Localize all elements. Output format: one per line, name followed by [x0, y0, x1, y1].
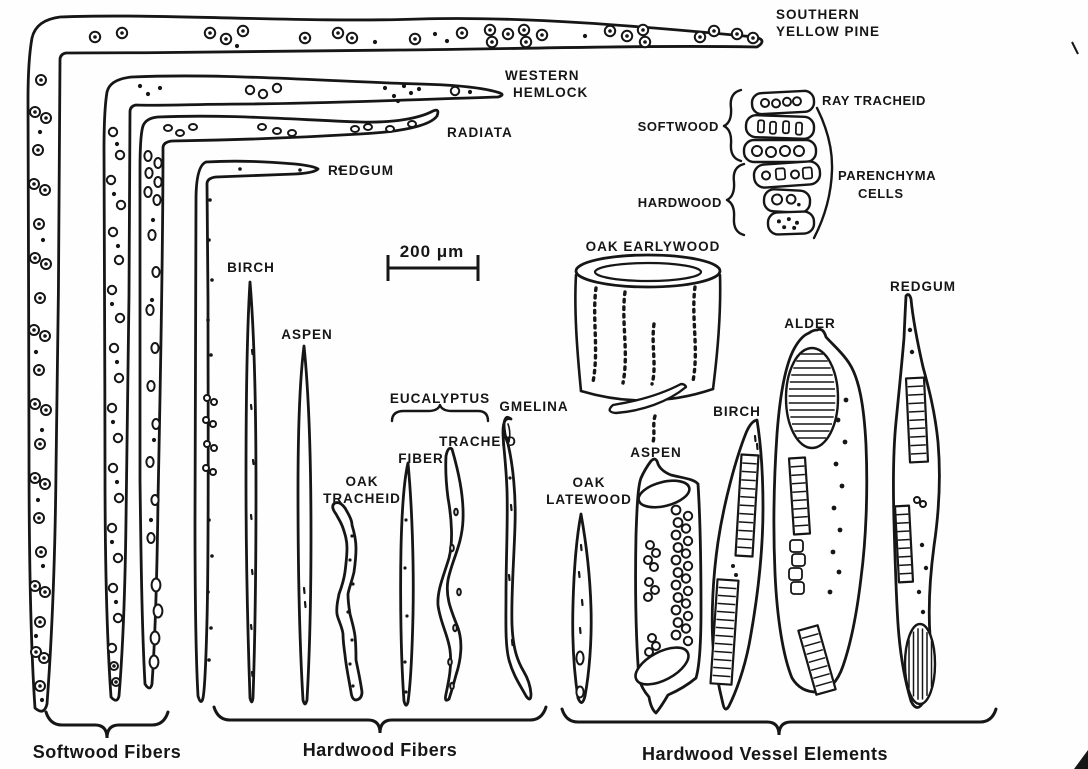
legend-hardwood-brace [725, 162, 746, 237]
label-legend-hardwood: HARDWOOD [638, 195, 722, 210]
aspen-fiber-pits [302, 586, 307, 609]
label-gmelina: GMELINA [499, 399, 568, 414]
aspen-vessel-perforation-top [637, 479, 691, 509]
alder-vessel-scalariform-plates [784, 346, 849, 696]
label-oak-tracheid-2: TRACHEID [323, 491, 401, 506]
label-southern-yellow-pine-1: SOUTHERN [776, 7, 860, 22]
redgum-vessel-scalariform-plates [893, 327, 937, 706]
label-oak-latewood-2: LATEWOOD [546, 492, 632, 507]
label-eucalyptus: EUCALYPTUS [390, 391, 490, 406]
redgum-fiber [193, 159, 342, 703]
oak-earlywood-side-right [711, 273, 722, 391]
oak-earlywood-side-left [574, 273, 583, 393]
oak-latewood-pits [575, 543, 585, 699]
radiata-fiber [138, 108, 440, 690]
label-western-hemlock-1: WESTERN [505, 68, 580, 83]
redgum-fiber-pits [202, 167, 342, 662]
label-legend-parenchyma-2: CELLS [858, 186, 904, 201]
label-legend-parenchyma-1: PARENCHYMA [838, 168, 936, 183]
legend-cell-drawings [742, 89, 822, 236]
eucalyptus-tracheid-pits [447, 507, 462, 691]
redgum-vessel [892, 293, 941, 709]
oak-earlywood-rim-outer [574, 253, 722, 289]
oak-tracheid-fiber [331, 501, 364, 702]
birch-fiber-pits [249, 348, 255, 678]
aspen-fiber-outline [296, 344, 313, 706]
gmelina-fiber [501, 415, 533, 701]
label-eucalyptus-fiber: FIBER [398, 451, 444, 466]
oak-latewood-vessel [571, 512, 593, 704]
label-alder-vessel: ALDER [784, 316, 836, 331]
scale-bar-label: 200 μm [400, 242, 465, 261]
label-oak-tracheid-1: OAK [346, 474, 379, 489]
redgum-fiber-outline [193, 159, 320, 703]
southern-yellow-pine-fiber [26, 14, 764, 713]
eucalyptus-fiber-pits [403, 518, 409, 694]
aspen-fiber [296, 344, 313, 706]
label-redgum-fiber: REDGUM [328, 163, 394, 178]
aspen-vessel [634, 457, 703, 715]
label-birch-fiber: BIRCH [227, 260, 275, 275]
birch-fiber-outline [244, 280, 258, 704]
oak-earlywood-tail [608, 382, 688, 415]
group-braces [44, 705, 998, 739]
southern-yellow-pine-pits [28, 23, 760, 703]
aspen-vessel-pit-cells [643, 504, 694, 657]
gmelina-tip-line [507, 423, 511, 443]
radiata-outline [138, 108, 440, 690]
southern-yellow-pine-outline [26, 14, 764, 713]
label-aspen-fiber: ASPEN [281, 327, 333, 342]
oak-earlywood-rim-inner [593, 261, 703, 283]
aspen-vessel-perforation-bottom [634, 646, 690, 686]
western-hemlock-outline [102, 74, 504, 702]
label-birch-vessel: BIRCH [713, 404, 761, 419]
label-redgum-vessel: REDGUM [890, 279, 956, 294]
gmelina-outline [501, 415, 533, 701]
gmelina-pits [507, 476, 514, 647]
oak-earlywood-vessel [574, 253, 722, 447]
label-oak-latewood-1: OAK [573, 475, 606, 490]
label-group-hardwood-vessel-elements: Hardwood Vessel Elements [642, 744, 888, 764]
birch-vessel [709, 418, 765, 711]
scale-bar: 200 μm [386, 242, 480, 281]
birch-fiber [244, 280, 258, 704]
legend-softwood-brace [722, 88, 743, 163]
label-legend-ray-tracheid: RAY TRACHEID [822, 93, 926, 108]
eucalyptus-fiber-outline [399, 461, 415, 707]
label-southern-yellow-pine-2: YELLOW PINE [776, 24, 880, 39]
oak-tracheid-outline [331, 501, 364, 702]
label-aspen-vessel: ASPEN [630, 445, 682, 460]
scan-artifact-corner [1074, 750, 1088, 769]
western-hemlock-pits [105, 82, 473, 687]
label-group-hardwood-fibers: Hardwood Fibers [303, 740, 458, 760]
eucalyptus-fiber-cell [399, 461, 415, 707]
legend-closing-paren [812, 106, 834, 240]
label-eucalyptus-tracheid: TRACHEID [439, 434, 517, 449]
alder-vessel [772, 327, 869, 696]
label-oak-earlywood: OAK EARLYWOOD [586, 239, 721, 254]
oak-latewood-outline [571, 512, 593, 704]
birch-vessel-scalariform-plates [709, 434, 760, 686]
label-group-softwood-fibers: Softwood Fibers [33, 742, 182, 762]
eucalyptus-brace [390, 403, 490, 423]
label-radiata: RADIATA [447, 125, 513, 140]
oak-tracheid-pits [346, 534, 355, 688]
radiata-pits [143, 120, 417, 670]
eucalyptus-tracheid-cell [436, 446, 465, 702]
oak-earlywood-pit-strings [591, 285, 698, 447]
label-legend-softwood: SOFTWOOD [638, 119, 719, 134]
western-hemlock-fiber [102, 74, 504, 702]
scan-artifact-dash [1071, 41, 1079, 55]
label-western-hemlock-2: HEMLOCK [513, 85, 588, 100]
